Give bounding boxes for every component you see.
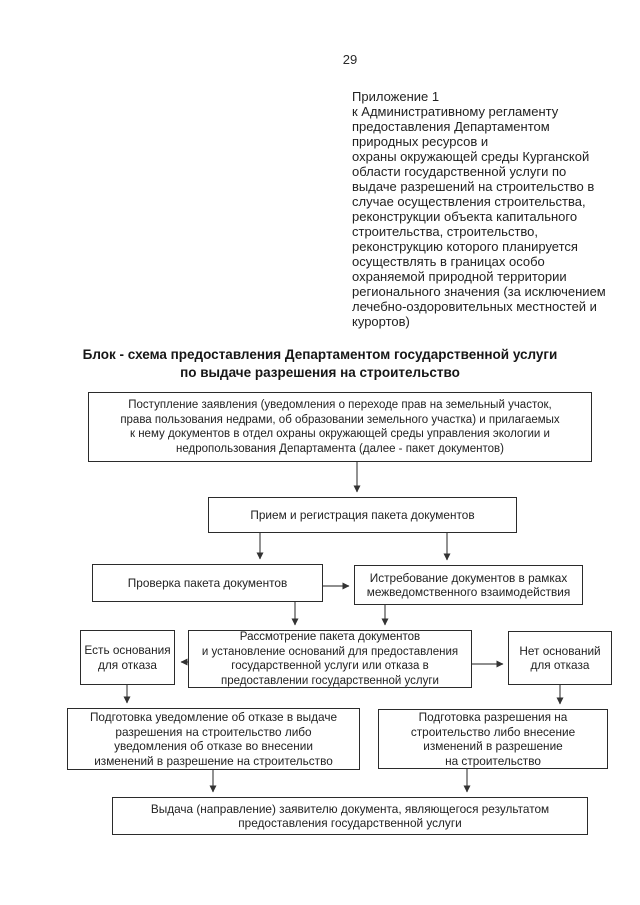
flow-box-no-grounds: Нет оснований для отказа xyxy=(508,631,612,685)
diagram-title: Блок - схема предоставления Департаменто… xyxy=(82,347,558,380)
flow-box-check: Проверка пакета документов xyxy=(92,564,323,602)
flow-box-registration: Прием и регистрация пакета документов xyxy=(208,497,517,533)
flow-box-prepare-permit: Подготовка разрешения на строительство л… xyxy=(378,709,608,769)
page-number: 29 xyxy=(342,52,358,67)
flow-box-issue-result: Выдача (направление) заявителю документа… xyxy=(112,797,588,835)
flow-box-interagency: Истребование документов в рамках межведо… xyxy=(354,565,583,605)
flow-box-prepare-refusal: Подготовка уведомление об отказе в выдач… xyxy=(67,708,360,770)
appendix-reference: Приложение 1 к Административному регламе… xyxy=(352,89,606,329)
flow-box-review: Рассмотрение пакета документов и установ… xyxy=(188,630,472,688)
flow-box-intake: Поступление заявления (уведомления о пер… xyxy=(88,392,592,462)
flow-box-grounds-refusal: Есть основания для отказа xyxy=(80,630,175,685)
